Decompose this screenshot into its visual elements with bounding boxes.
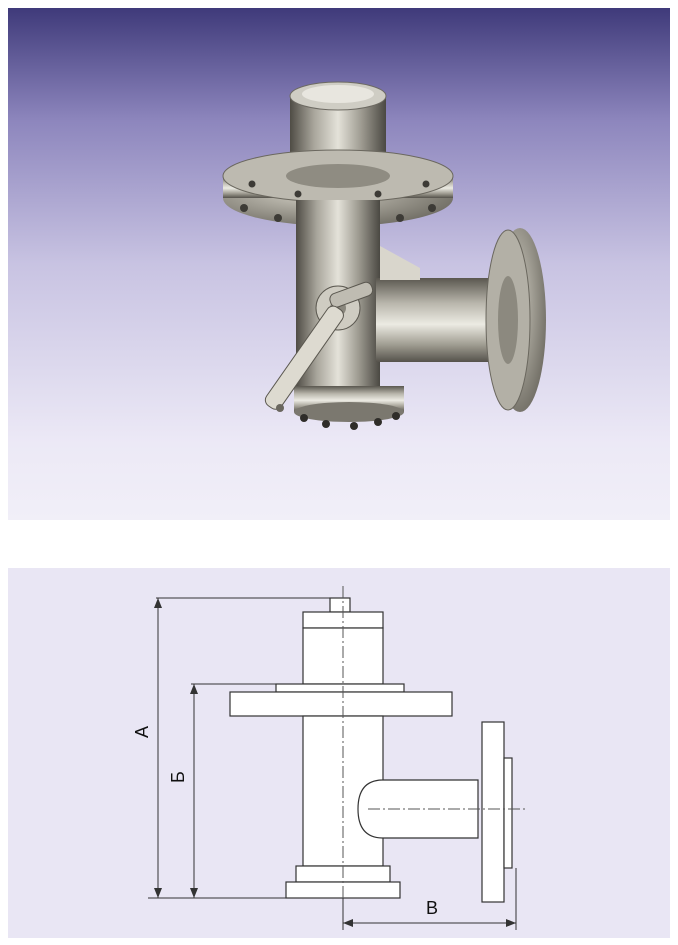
side-branch <box>376 278 504 362</box>
top-cap <box>329 597 351 613</box>
top-flange-outline <box>229 691 453 717</box>
lever-handle <box>264 305 344 410</box>
dimension-label-v: В <box>426 898 438 918</box>
technical-drawing: А Б В <box>8 568 670 938</box>
dimension-label-b: Б <box>168 771 188 783</box>
flange-bolts <box>240 180 436 222</box>
valve-dimension-drawing: А Б В <box>132 586 528 930</box>
valve-photo-illustration <box>222 81 546 430</box>
valve-photo <box>8 8 670 520</box>
side-flange-outline <box>481 721 505 903</box>
dimension-label-a: А <box>132 726 152 738</box>
